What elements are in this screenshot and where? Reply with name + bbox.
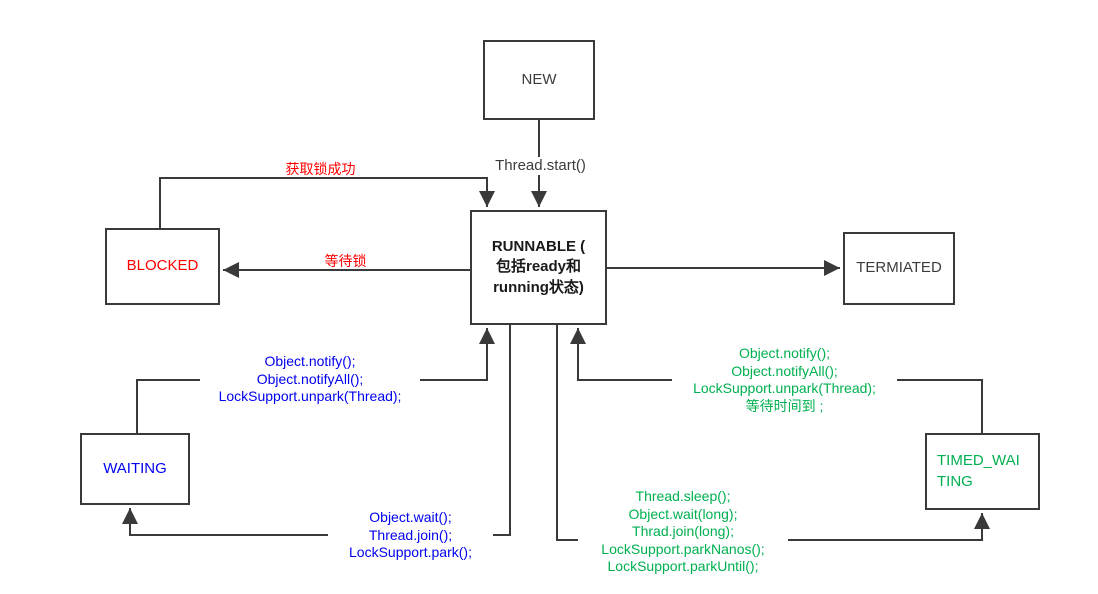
edge-label-wait-for-lock: 等待锁: [324, 253, 367, 269]
edge-label-waiting-to-runnable: Object.notify(); Object.notifyAll(); Loc…: [200, 353, 420, 406]
edge-label-line: Object.wait(long);: [628, 505, 738, 522]
node-new: NEW: [483, 40, 595, 120]
edge-runnable-to-waiting-line: [122, 325, 511, 536]
edge-label-line: LockSupport.parkNanos();: [601, 540, 765, 557]
edge-label-line: LockSupport.unpark(Thread);: [218, 388, 402, 404]
node-runnable-label-line1: RUNNABLE (: [491, 238, 586, 256]
node-runnable: RUNNABLE ( 包括ready和 running状态): [470, 210, 607, 325]
node-timed-waiting-label-line1: TIMED_WAI: [937, 452, 1020, 470]
edge-label-thread-start: Thread.start(): [478, 157, 603, 175]
edge-label-acquire-lock-success: 获取锁成功: [285, 161, 356, 177]
edge-label-line: Object.notifyAll();: [731, 362, 838, 379]
node-runnable-label-line3: running状态): [493, 278, 584, 296]
node-timed-waiting-label-line2: TING: [937, 472, 973, 490]
edge-label-timed-waiting-to-runnable: Object.notify(); Object.notifyAll(); Loc…: [672, 345, 897, 415]
edge-label-line: Object.notify();: [264, 353, 356, 369]
node-terminated: TERMIATED: [843, 232, 955, 305]
edge-label-line: LockSupport.park();: [349, 544, 472, 560]
node-new-label: NEW: [521, 70, 557, 88]
edge-label-runnable-to-timed-waiting: Thread.sleep(); Object.wait(long); Thrad…: [578, 488, 788, 576]
node-waiting: WAITING: [80, 433, 190, 505]
edge-label-line: Object.wait();: [369, 509, 452, 525]
edge-label-line: Object.notifyAll();: [256, 370, 364, 387]
node-runnable-label-line2: 包括ready和: [495, 258, 582, 276]
edge-label-line: LockSupport.unpark(Thread);: [693, 380, 876, 396]
edge-label-line: Thread.join();: [368, 526, 453, 543]
edge-label-line: Object.notify();: [738, 345, 831, 361]
node-blocked: BLOCKED: [105, 228, 220, 305]
node-terminated-label: TERMIATED: [856, 259, 942, 277]
edge-blocked-to-runnable-line: [159, 177, 495, 228]
edge-label-line: 等待时间到 ;: [745, 397, 824, 414]
node-blocked-label: BLOCKED: [126, 257, 199, 275]
node-timed-waiting: TIMED_WAI TING: [925, 433, 1040, 510]
edge-label-runnable-to-waiting: Object.wait(); Thread.join(); LockSuppor…: [328, 509, 493, 562]
edge-label-line: LockSupport.parkUntil();: [607, 558, 759, 574]
edge-label-line: Thrad.join(long);: [632, 523, 734, 539]
node-waiting-label: WAITING: [103, 459, 167, 477]
edge-label-line: Thread.sleep();: [635, 488, 731, 504]
